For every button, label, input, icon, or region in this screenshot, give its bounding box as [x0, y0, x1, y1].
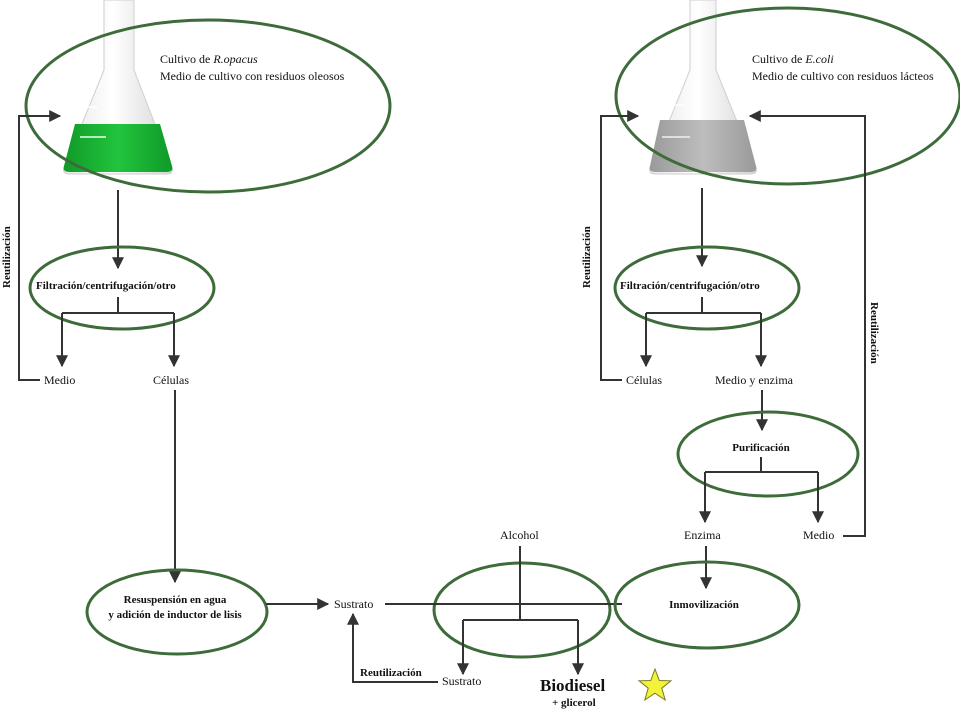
purificacion-label: Purificación	[732, 442, 789, 454]
right-medio-enzima-label: Medio y enzima	[715, 373, 794, 387]
left-medio-label: Medio	[44, 373, 75, 387]
right-culture-medium: Medio de cultivo con residuos lácteos	[752, 69, 934, 83]
right-filtration-label: Filtración/centrifugación/otro	[620, 280, 760, 292]
enzima-label: Enzima	[684, 528, 721, 542]
reactor-ring	[432, 561, 612, 659]
flask-green-icon	[63, 0, 173, 175]
right-medio-label: Medio	[803, 528, 834, 542]
left-culture-medium: Medio de cultivo con residuos oleosos	[160, 69, 345, 83]
left-filtration-ring	[28, 245, 216, 331]
alcohol-label: Alcohol	[500, 528, 539, 542]
left-filtration-label: Filtración/centrifugación/otro	[36, 280, 176, 292]
flask-grey-icon	[649, 0, 757, 175]
resuspension-line2: y adición de inductor de lisis	[108, 609, 242, 621]
left-culture-title: Cultivo de R.opacus	[160, 52, 258, 66]
right-culture-title: Cultivo de E.coli	[752, 52, 834, 66]
inmovilizacion-ring	[613, 560, 801, 650]
right-filtration-ring	[613, 245, 801, 331]
sustrato-bottom-label: Sustrato	[442, 674, 481, 688]
right-culture-ring	[614, 6, 960, 186]
inmovilizacion-label: Inmovilización	[669, 599, 739, 611]
resuspension-line1: Resuspensión en agua	[124, 594, 227, 606]
reutilizacion-left-label: Reutilización	[1, 226, 13, 288]
biodiesel-label: Biodiesel	[540, 676, 605, 695]
star-icon	[637, 667, 673, 702]
glicerol-label: + glicerol	[552, 697, 596, 709]
right-celulas-label: Células	[626, 373, 662, 387]
reutilizacion-right-label: Reutilización	[868, 302, 880, 364]
reutilizacion-mid-label: Reutilización	[581, 226, 593, 288]
sustrato-top-label: Sustrato	[334, 597, 373, 611]
left-celulas-label: Células	[153, 373, 189, 387]
left-culture-ring	[24, 18, 392, 194]
purificacion-ring	[676, 410, 860, 498]
resuspension-ring	[85, 568, 269, 656]
reutilizacion-bottom-label: Reutilización	[360, 667, 422, 679]
